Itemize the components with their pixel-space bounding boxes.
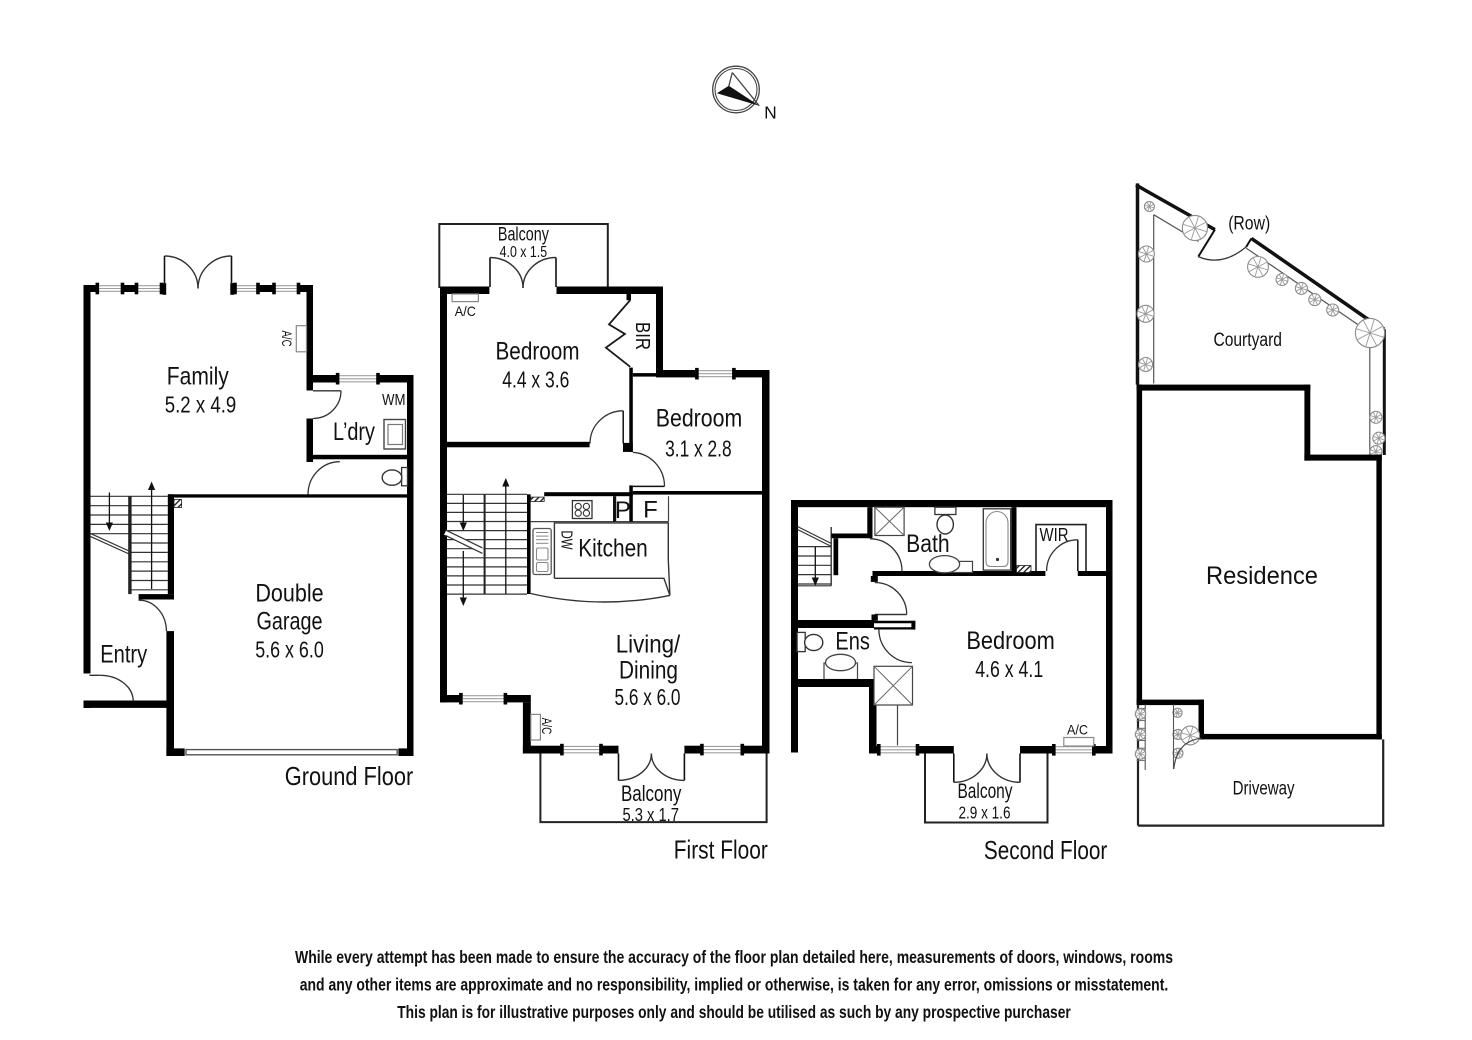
svg-text:Driveway: Driveway bbox=[1233, 778, 1295, 799]
svg-text:Bedroom: Bedroom bbox=[656, 405, 743, 433]
svg-text:WM: WM bbox=[382, 392, 406, 409]
svg-text:2.9 x 1.6: 2.9 x 1.6 bbox=[959, 802, 1011, 822]
svg-text:4.6 x 4.1: 4.6 x 4.1 bbox=[975, 656, 1043, 682]
svg-text:F: F bbox=[643, 496, 658, 523]
svg-text:Balcony: Balcony bbox=[621, 781, 682, 806]
svg-text:This plan is for illustrative: This plan is for illustrative purposes o… bbox=[397, 1002, 1071, 1022]
svg-text:Entry: Entry bbox=[100, 640, 147, 668]
svg-text:BIR: BIR bbox=[631, 322, 654, 350]
svg-text:Bedroom: Bedroom bbox=[966, 627, 1055, 655]
svg-text:L’dry: L’dry bbox=[333, 418, 375, 446]
svg-text:While every attempt has been m: While every attempt has been made to ens… bbox=[295, 947, 1173, 967]
svg-text:3.1 x 2.8: 3.1 x 2.8 bbox=[665, 435, 732, 461]
svg-text:Second Floor: Second Floor bbox=[984, 835, 1108, 865]
svg-text:DW: DW bbox=[558, 531, 575, 551]
svg-text:Balcony: Balcony bbox=[498, 225, 549, 246]
svg-text:P: P bbox=[615, 497, 631, 524]
svg-text:Courtyard: Courtyard bbox=[1213, 330, 1282, 351]
svg-text:Kitchen: Kitchen bbox=[578, 534, 648, 562]
svg-text:Bedroom: Bedroom bbox=[496, 338, 580, 366]
svg-text:First Floor: First Floor bbox=[674, 834, 768, 864]
svg-text:Living/: Living/ bbox=[616, 630, 681, 658]
svg-text:Garage: Garage bbox=[257, 608, 323, 636]
svg-text:5.2 x 4.9: 5.2 x 4.9 bbox=[165, 392, 237, 418]
svg-text:5.6 x 6.0: 5.6 x 6.0 bbox=[615, 684, 681, 710]
svg-text:5.6 x 6.0: 5.6 x 6.0 bbox=[255, 636, 324, 662]
svg-text:Family: Family bbox=[167, 363, 229, 391]
svg-text:5.3 x 1.7: 5.3 x 1.7 bbox=[622, 805, 679, 825]
svg-text:WIR: WIR bbox=[1040, 525, 1069, 545]
svg-text:(Row): (Row) bbox=[1228, 214, 1270, 235]
svg-text:N: N bbox=[764, 103, 777, 123]
svg-text:Ground Floor: Ground Floor bbox=[285, 761, 414, 791]
svg-text:Bath: Bath bbox=[906, 530, 950, 558]
svg-text:Double: Double bbox=[255, 580, 323, 608]
svg-text:A/C: A/C bbox=[539, 718, 555, 735]
svg-text:Ens: Ens bbox=[835, 628, 870, 656]
svg-text:Residence: Residence bbox=[1206, 562, 1318, 590]
svg-text:and any other items are approx: and any other items are approximate and … bbox=[300, 974, 1169, 994]
svg-text:A/C: A/C bbox=[1067, 721, 1088, 737]
svg-text:Balcony: Balcony bbox=[958, 780, 1013, 803]
svg-text:4.0 x 1.5: 4.0 x 1.5 bbox=[500, 244, 548, 261]
svg-text:A/C: A/C bbox=[455, 303, 476, 319]
svg-text:Dining: Dining bbox=[619, 656, 678, 684]
svg-text:A/C: A/C bbox=[279, 331, 295, 347]
svg-text:4.4 x 3.6: 4.4 x 3.6 bbox=[502, 367, 569, 393]
